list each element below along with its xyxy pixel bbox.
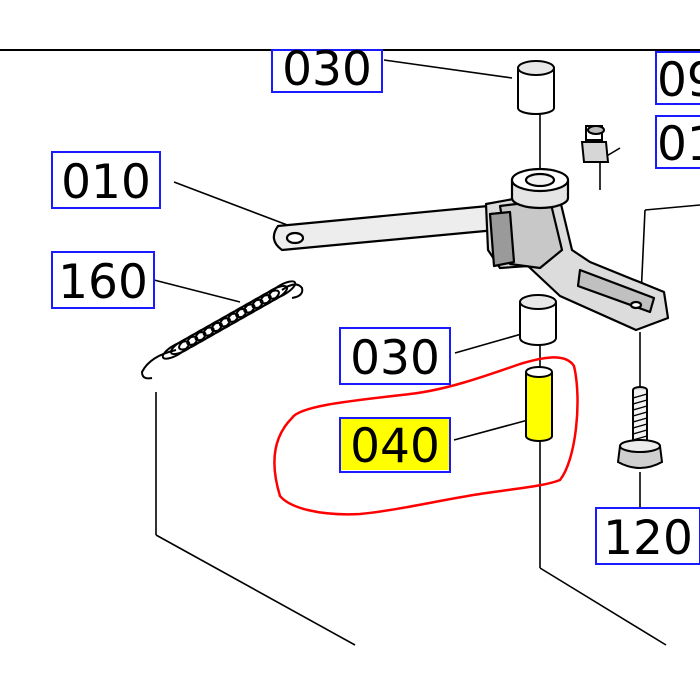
callout-030-top: 030 xyxy=(282,42,372,97)
lever-arm-010 xyxy=(272,167,670,332)
bolt-120 xyxy=(616,386,664,469)
bolt-thread xyxy=(632,417,648,423)
callout-030-mid: 030 xyxy=(350,331,440,386)
callout-box-030-mid xyxy=(339,327,451,385)
bolt-thread xyxy=(632,411,648,417)
label-040-highlight xyxy=(340,418,450,470)
callout-01-partial: 01 xyxy=(657,117,700,172)
red-annotation-loop xyxy=(273,356,579,516)
bolt-thread xyxy=(632,399,648,405)
spring-160 xyxy=(140,280,304,380)
callout-09-partial: 09 xyxy=(657,53,700,108)
callout-160: 160 xyxy=(58,255,148,310)
leader-lines xyxy=(153,59,700,646)
callout-040: 040 xyxy=(350,419,440,474)
callout-box-010 xyxy=(51,151,161,209)
callout-box-01-partial xyxy=(655,115,700,169)
callout-box-09-partial xyxy=(655,51,700,105)
bolt-thread xyxy=(632,429,648,435)
pin-040-highlighted xyxy=(525,366,553,442)
callout-box-120 xyxy=(595,507,700,565)
bolt-thread xyxy=(632,423,648,429)
callout-120: 120 xyxy=(603,511,693,566)
small-bolt xyxy=(580,125,610,163)
bushing-030-top xyxy=(517,60,555,115)
callout-box-030-top xyxy=(271,49,383,93)
callout-box-160 xyxy=(51,251,155,309)
bushing-030-mid xyxy=(519,294,557,346)
bolt-thread xyxy=(632,405,648,411)
callout-box-040 xyxy=(339,417,451,473)
spring-coil xyxy=(267,280,297,300)
bolt-thread xyxy=(632,393,648,399)
callout-010: 010 xyxy=(61,155,151,210)
